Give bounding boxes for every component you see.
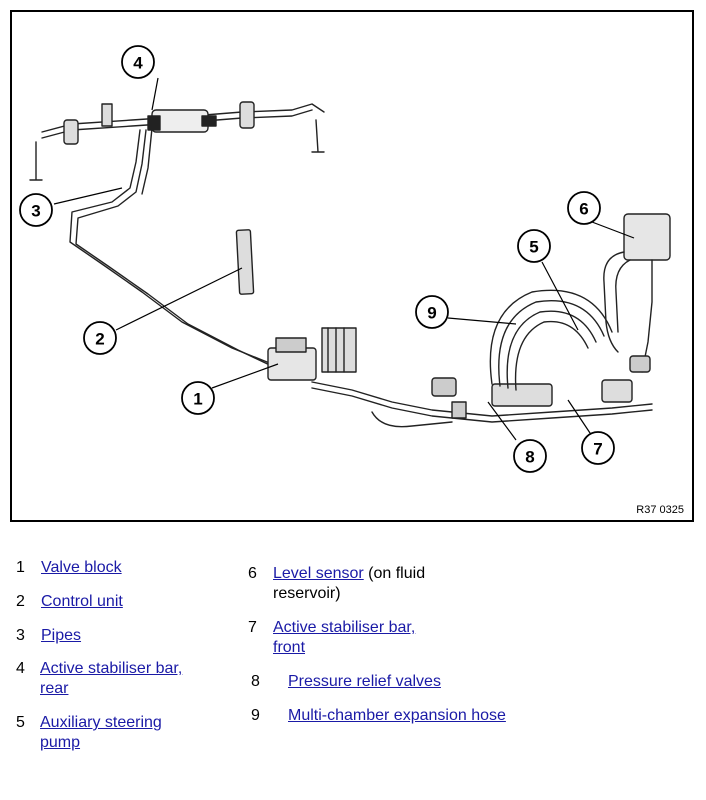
legend-number: 3 [16, 627, 25, 644]
callout-6 [567, 191, 601, 225]
callout-label-6: 6 [579, 200, 588, 219]
callout-3 [19, 193, 53, 227]
callout-4 [121, 45, 155, 79]
legend-note: (on fluid reservoir) [273, 565, 426, 602]
link-control-unit[interactable]: Control unit [41, 593, 123, 610]
hydraulic-system-drawing: 1 2 3 4 5 6 7 8 9 [19, 45, 671, 473]
link-multi-chamber-expansion-hose[interactable]: Multi-chamber expansion hose [288, 707, 506, 724]
callout-label-1: 1 [193, 390, 202, 409]
legend-number: 2 [16, 593, 25, 610]
callout-7 [581, 431, 615, 465]
link-active-stabiliser-bar-front[interactable]: Active stabiliser bar, front [273, 619, 416, 656]
legend-number: 5 [16, 714, 25, 731]
diagram-figure: 1 2 3 4 5 6 7 8 9 R37 0325 [10, 10, 694, 522]
callout-label-9: 9 [427, 304, 436, 323]
callout-label-2: 2 [95, 330, 104, 349]
callout-label-3: 3 [31, 202, 40, 221]
link-pressure-relief-valves[interactable]: Pressure relief valves [288, 673, 441, 690]
legend-number: 8 [251, 673, 260, 690]
callout-label-7: 7 [593, 440, 602, 459]
link-valve-block[interactable]: Valve block [41, 559, 122, 576]
callout-label-8: 8 [525, 448, 534, 467]
callout-1 [181, 381, 215, 415]
callout-8 [513, 439, 547, 473]
callout-label-5: 5 [529, 238, 538, 257]
callout-5 [517, 229, 551, 263]
link-pipes[interactable]: Pipes [41, 627, 82, 644]
link-level-sensor[interactable]: Level sensor [273, 565, 364, 582]
legend-number: 6 [248, 565, 257, 582]
legend-number: 1 [16, 559, 25, 576]
callout-2 [83, 321, 117, 355]
figure-code: R37 0325 [636, 504, 684, 516]
link-active-stabiliser-bar-rear[interactable]: Active stabiliser bar, rear [40, 660, 183, 697]
legend-number: 9 [251, 707, 260, 724]
legend-number: 4 [16, 660, 25, 677]
legend-number: 7 [248, 619, 257, 636]
link-auxiliary-steering-pump[interactable]: Auxiliary steering pump [40, 714, 162, 751]
callout-9 [415, 295, 449, 329]
callout-label-4: 4 [133, 54, 143, 73]
